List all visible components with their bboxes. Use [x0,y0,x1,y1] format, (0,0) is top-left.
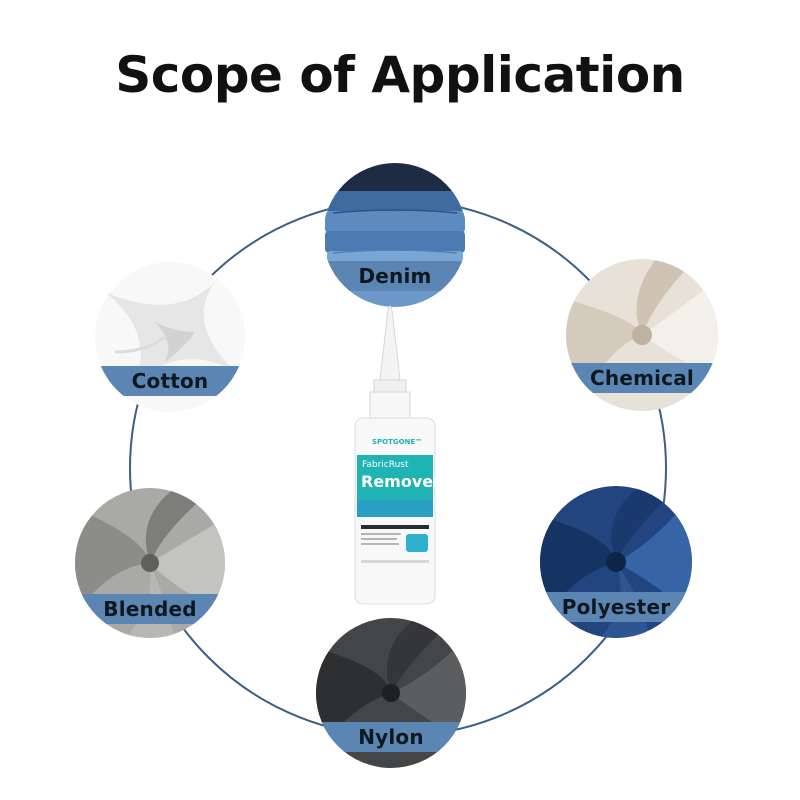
fabric-label-nylon: Nylon [358,725,424,749]
fabric-label-chemical: Chemical [590,366,694,390]
product-line2: Remover [361,472,442,491]
fabric-chemical: Chemical [566,259,718,411]
product-bottle: SPOTGONE™ FabricRust Remover [330,300,460,610]
bottle-image [354,305,436,605]
brand-text: SPOTGONE™ [372,438,423,446]
fabric-label-blended: Blended [103,597,197,621]
fabric-cotton: Cotton [95,262,245,412]
fabric-label-band: Blended [75,594,225,624]
page-title: Scope of Application [115,46,685,104]
fabric-label-band: Chemical [566,363,718,393]
fabric-label-denim: Denim [358,264,432,288]
fabric-label-band: Nylon [316,722,466,752]
fabric-nylon: Nylon [316,618,466,768]
fabric-label-cotton: Cotton [131,369,209,393]
fabric-label-polyester: Polyester [561,595,671,619]
fabric-blended: Blended [75,488,225,638]
fabric-polyester: Polyester [540,486,692,638]
fabric-label-band: Denim [323,261,467,291]
fabric-label-band: Cotton [95,366,245,396]
product-line1: FabricRust [362,460,409,470]
fabric-denim: Denim [323,163,467,307]
fabric-label-band: Polyester [540,592,692,622]
